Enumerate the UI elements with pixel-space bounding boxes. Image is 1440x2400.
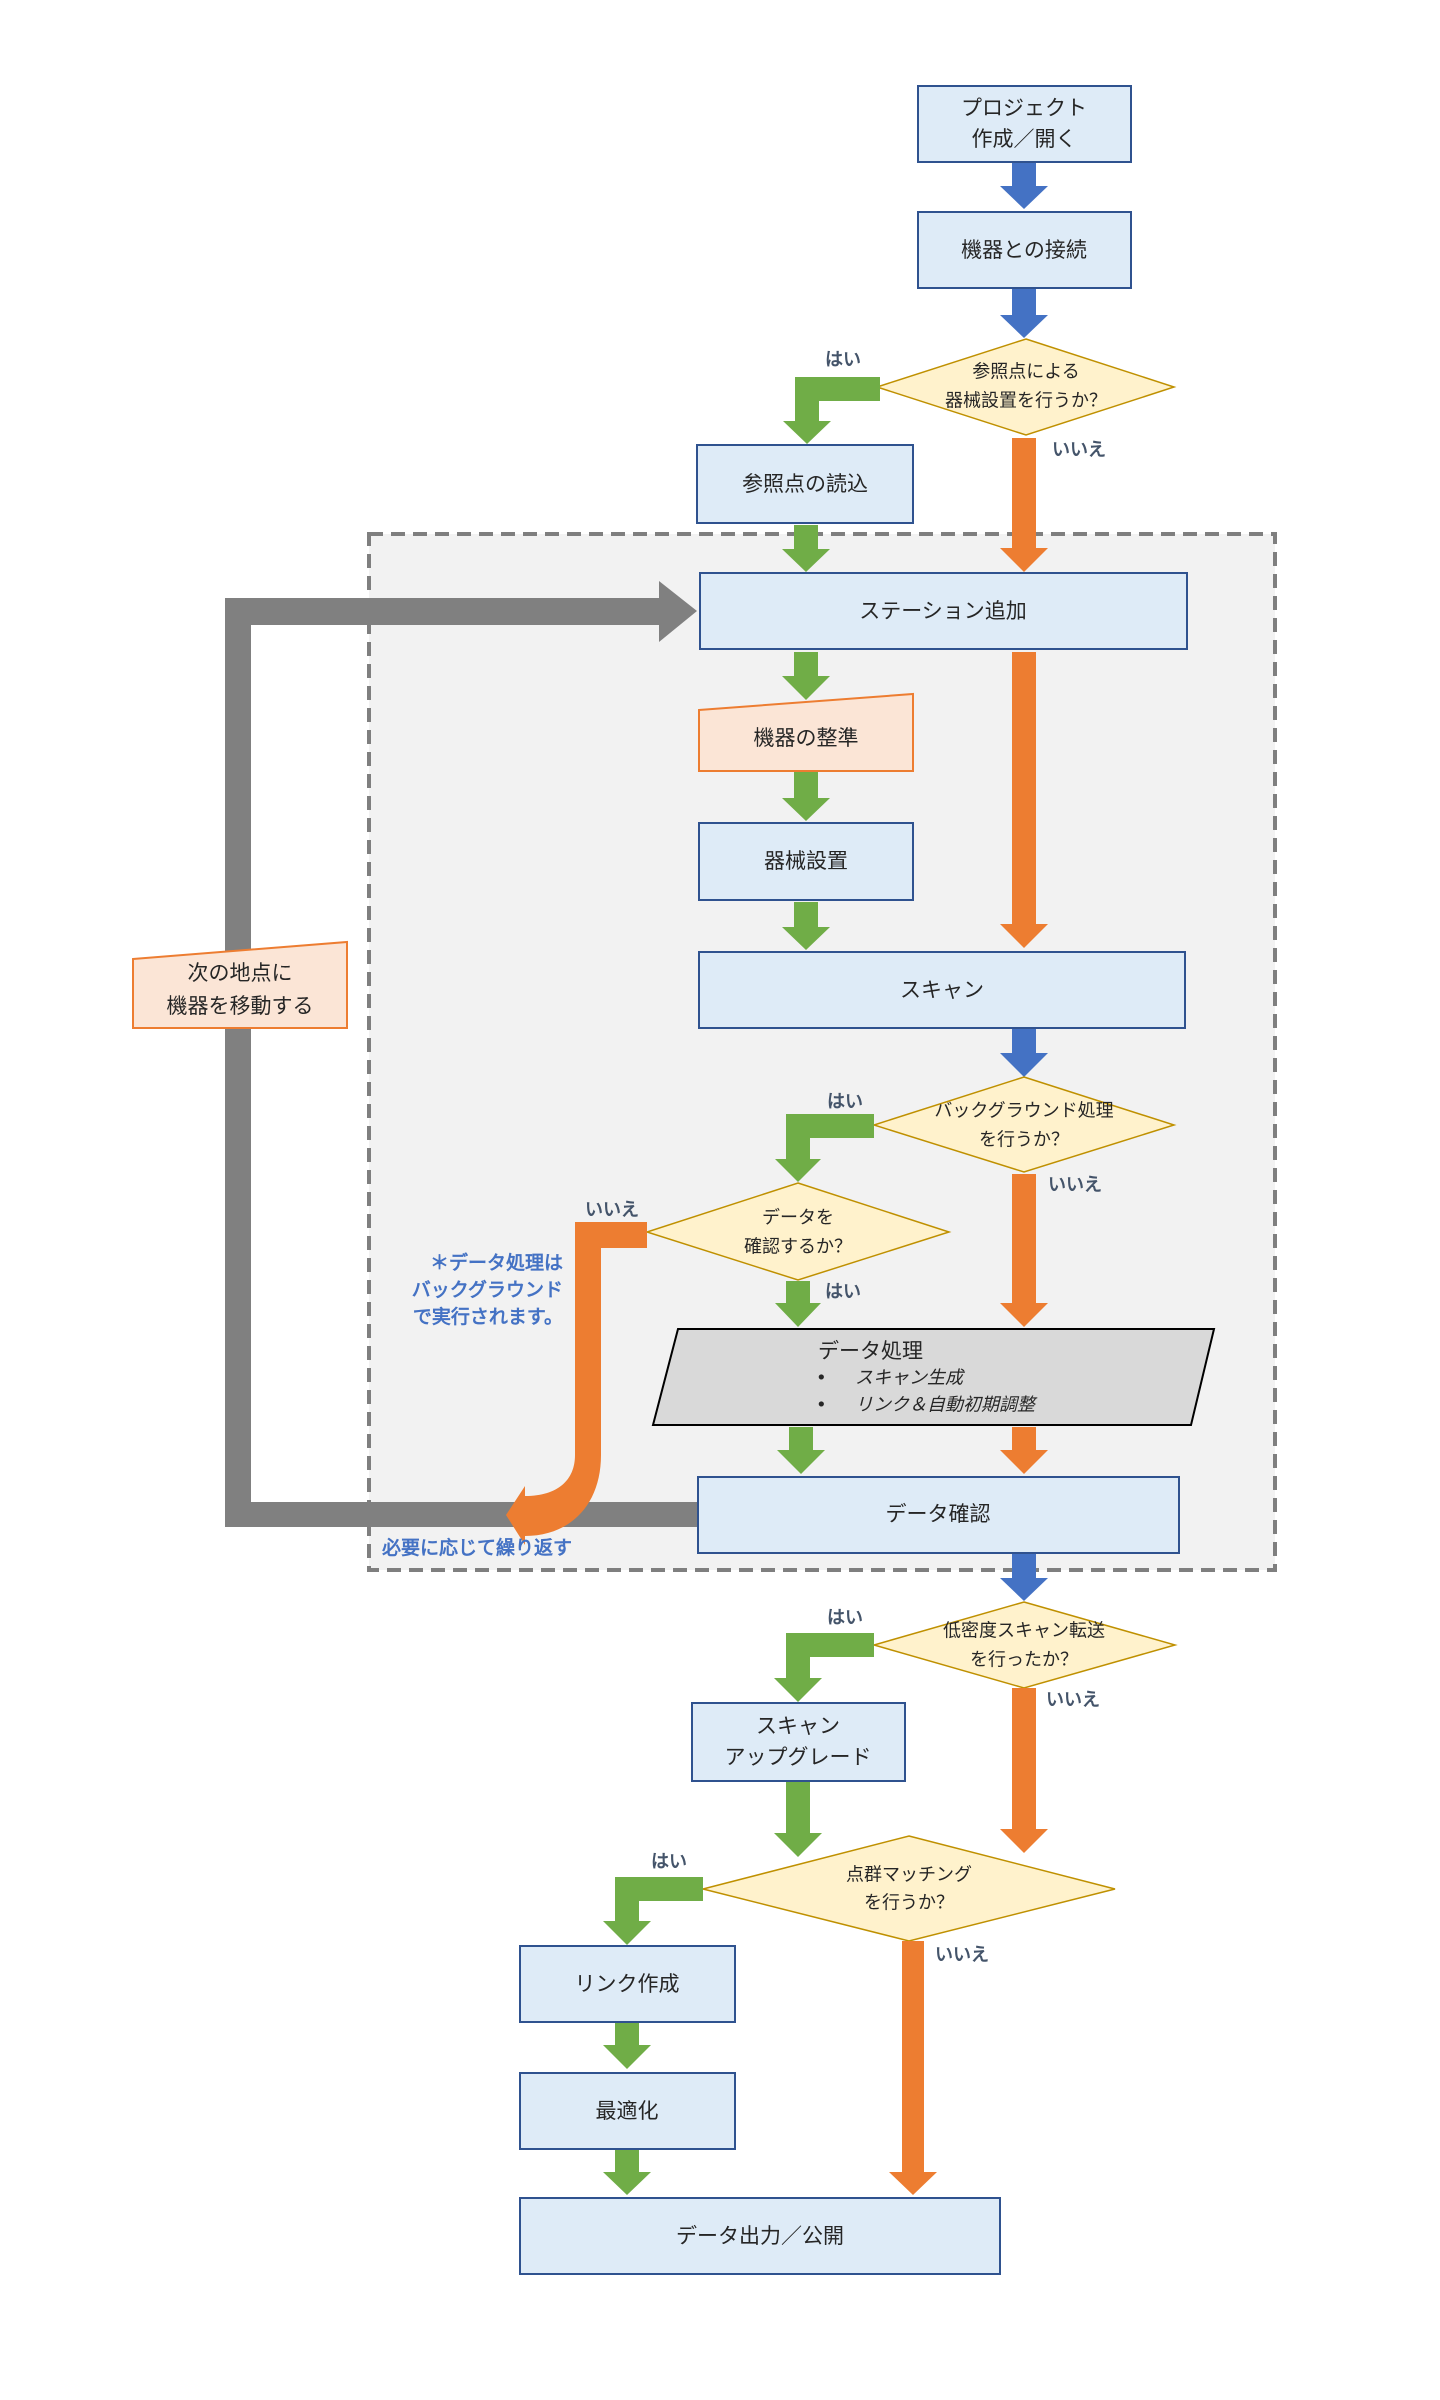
setup-step: 器械設置 (698, 822, 914, 901)
no-arrow (1000, 1688, 1048, 1853)
scan-upgrade-step: スキャン アップグレード (691, 1702, 906, 1782)
processing-item: リンク＆自動初期調整 (855, 1395, 1038, 1416)
q-cloud-line1: 点群マッチング (846, 1865, 972, 1886)
level-label: 機器の整準 (754, 726, 859, 750)
no-label: いいえ (1046, 1690, 1100, 1711)
move-line2: 機器を移動する (167, 994, 314, 1018)
no-arrow-loop-back (506, 1222, 647, 1545)
scan-label: スキャン (900, 978, 984, 1002)
arrow-down-icon (603, 2023, 651, 2069)
project-step: プロジェクト 作成／開く (917, 85, 1132, 163)
arrow-down-icon (1000, 1554, 1048, 1601)
loop-arrow (225, 581, 698, 1527)
no-arrow (1000, 438, 1048, 572)
data-processing-step: データ処理 • スキャン生成 • リンク＆自動初期調整 (651, 1328, 1216, 1426)
bullet: • (816, 1368, 827, 1389)
q-background-line1: バックグラウンド処理 (934, 1101, 1113, 1122)
export-step: データ出力／公開 (519, 2197, 1001, 2275)
arrow-down-icon (782, 772, 830, 821)
processing-item: スキャン生成 (855, 1368, 966, 1389)
connect-step: 機器との接続 (917, 211, 1132, 289)
decision-lowres: 低密度スキャン転送 を行ったか？ (871, 1601, 1178, 1689)
no-label: いいえ (585, 1200, 639, 1221)
arrow-down-icon (774, 1782, 822, 1857)
yes-label: はい (825, 1282, 861, 1303)
repeat-note: 必要に応じて繰り返す (381, 1536, 572, 1559)
q-reference-line2: 器械設置を行うか？ (945, 391, 1107, 412)
yes-label: はい (827, 1092, 863, 1113)
load-reference-label: 参照点の読込 (742, 472, 868, 496)
no-arrow (1000, 652, 1048, 948)
no-arrow (1000, 1174, 1048, 1327)
yes-arrow (775, 1114, 874, 1182)
arrow-down-icon (1000, 1029, 1048, 1077)
no-label: いいえ (1052, 440, 1106, 461)
note-line1: ＊データ処理は (430, 1251, 563, 1274)
decision-review: データを 確認するか？ (644, 1182, 952, 1281)
yes-label: はい (651, 1852, 687, 1873)
link-label: リンク作成 (575, 1972, 680, 1996)
arrow-down-icon (782, 902, 830, 950)
arrow-down-icon (1000, 1427, 1048, 1474)
decision-reference: 参照点による 器械設置を行うか？ (874, 338, 1177, 436)
decision-background: バックグラウンド処理 を行うか？ (871, 1076, 1177, 1173)
load-reference-step: 参照点の読込 (696, 444, 914, 524)
q-review-line2: 確認するか？ (744, 1237, 852, 1258)
bullet: • (816, 1395, 827, 1416)
move-line1: 次の地点に (188, 961, 293, 985)
optimize-label: 最適化 (596, 2099, 659, 2123)
optimize-step: 最適化 (519, 2072, 736, 2150)
arrow-down-icon (1000, 289, 1048, 338)
move-instrument-step: 次の地点に 機器を移動する (132, 940, 348, 1029)
arrow-down-icon (1000, 163, 1048, 209)
q-reference-line1: 参照点による (972, 362, 1079, 383)
arrow-down-icon (782, 525, 830, 572)
export-label: データ出力／公開 (676, 2224, 844, 2248)
note-line2: バックグラウンド (412, 1278, 563, 1301)
q-lowres-line2: を行ったか？ (970, 1650, 1078, 1671)
yes-label: はい (827, 1608, 863, 1629)
yes-arrow (775, 1281, 821, 1327)
level-step: 機器の整準 (698, 692, 914, 772)
arrow-down-icon (777, 1427, 825, 1474)
upgrade-line1: スキャン (756, 1714, 840, 1738)
q-lowres-line1: 低密度スキャン転送 (943, 1621, 1105, 1642)
connect-label: 機器との接続 (961, 238, 1087, 262)
no-label: いいえ (1048, 1175, 1102, 1196)
project-line2: 作成／開く (972, 127, 1077, 151)
note-line3: で実行されます。 (413, 1305, 563, 1328)
yes-arrow (783, 377, 880, 444)
q-cloud-line2: を行うか？ (864, 1893, 954, 1914)
yes-arrow (603, 1877, 703, 1945)
q-background-line2: を行うか？ (979, 1130, 1069, 1151)
data-review-step: データ確認 (697, 1476, 1180, 1554)
scan-step: スキャン (698, 951, 1186, 1029)
background-note: ＊データ処理は バックグラウンド で実行されます。 (412, 1251, 563, 1328)
project-line1: プロジェクト (961, 96, 1087, 120)
q-review-line1: データを (762, 1208, 834, 1229)
processing-title: データ処理 (818, 1339, 923, 1363)
setup-label: 器械設置 (764, 849, 848, 873)
no-label: いいえ (935, 1945, 989, 1966)
add-station-step: ステーション追加 (699, 572, 1188, 650)
upgrade-line2: アップグレード (725, 1745, 872, 1769)
review-label: データ確認 (886, 1502, 991, 1526)
yes-arrow (774, 1633, 874, 1702)
link-step: リンク作成 (519, 1945, 736, 2023)
no-arrow (889, 1941, 937, 2195)
add-station-label: ステーション追加 (859, 599, 1027, 623)
arrow-down-icon (782, 652, 830, 700)
arrow-down-icon (603, 2150, 651, 2195)
yes-label: はい (825, 350, 861, 371)
decision-cloud-matching: 点群マッチング を行うか？ (702, 1835, 1116, 1942)
